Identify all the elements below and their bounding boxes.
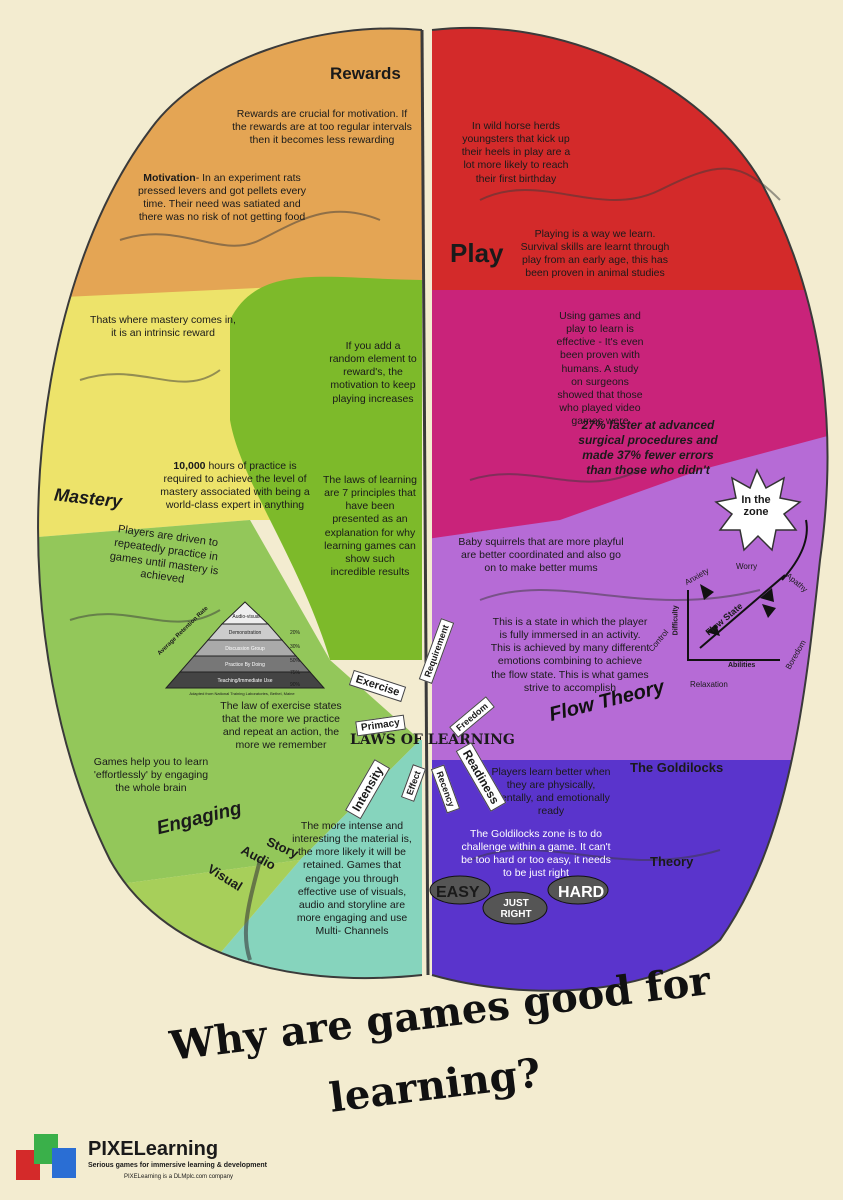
rewards-text: Rewards are crucial for motivation. If t… (232, 108, 412, 147)
rewards-title: Rewards (330, 64, 401, 83)
surgeons-stat: 27% faster at advanced surgical procedur… (578, 418, 718, 477)
pyramid-row-1: Audio-visual (232, 614, 260, 620)
horses-text: In wild horse herds youngsters that kick… (461, 120, 571, 185)
pyramid-pct-4: 75% (290, 670, 301, 676)
goldilocks-title: The Goldilocks (630, 760, 724, 775)
effortless-text: Games help you to learn 'effortlessly' b… (93, 756, 209, 795)
pyramid-pct-5: 90% (290, 682, 301, 688)
logo-name: PIXELearning (88, 1138, 219, 1160)
intense-text: The more intense and interesting the mat… (292, 820, 412, 937)
playing-way-text: Playing is a way we learn. Survival skil… (520, 228, 670, 280)
random-element-text: If you add a random element to reward's,… (329, 340, 417, 405)
practice-body: hours of practice is required to achieve… (160, 460, 310, 512)
in-the-zone-label: In the zone (741, 494, 771, 518)
zone-starburst (714, 468, 802, 552)
motivation-label: Motivation (143, 172, 196, 184)
pyramid-caption: Adapted from National Training Laborator… (189, 691, 295, 696)
goldilocks-text: The Goldilocks zone is to do challenge w… (461, 828, 611, 880)
play-title: Play (450, 238, 504, 268)
squirrels-text: Baby squirrels that are more playful are… (458, 536, 624, 575)
practice-text: 10,000 hours of practice is required to … (160, 460, 310, 513)
abilities-label: Abilities (728, 662, 756, 669)
difficulty-label: Difficulty (672, 605, 680, 636)
logo-sub: PIXELearning is a DLMplc.com company (124, 1174, 234, 1180)
pixelearning-logo: PIXELearning Serious games for immersive… (14, 1128, 284, 1188)
retention-pyramid (164, 601, 326, 689)
pyramid-pct-2: 30% (290, 644, 301, 650)
pyramid-row-4: Practice By Doing (225, 662, 265, 668)
goldilocks-theory-title: Theory (650, 854, 694, 869)
bowl-easy: EASY (436, 884, 480, 901)
pyramid-row-3: Discussion Group (225, 646, 265, 652)
motivation-text: Motivation- In an experiment rats presse… (132, 172, 312, 225)
flow-arrows (700, 584, 776, 636)
surgeons-text: Using games and play to learn is effecti… (556, 310, 644, 427)
brain-outline (37, 26, 829, 992)
exercise-law-text: The law of exercise states that the more… (220, 700, 342, 752)
motivation-body: - In an experiment rats pressed levers a… (137, 172, 307, 224)
logo-tagline: Serious games for immersive learning & d… (88, 1162, 267, 1169)
emotion-relaxation: Relaxation (690, 680, 728, 689)
physically-ready-text: Players learn better when they are physi… (491, 766, 611, 818)
practice-hours: 10,000 (173, 460, 206, 472)
laws-of-learning-text: The laws of learning are 7 principles th… (323, 474, 417, 578)
pyramid-row-2: Demonstration (228, 630, 262, 636)
bowl-hard: HARD (558, 884, 605, 901)
flow-chart-axes (687, 519, 808, 661)
logo-cubes-icon (16, 1134, 76, 1180)
mastery-intrinsic-text: Thats where mastery comes in, it is an i… (90, 314, 236, 340)
emotion-worry: Worry (736, 562, 758, 571)
flow-text: This is a state in which the player is f… (490, 616, 650, 694)
pyramid-pct-3: 50% (290, 658, 301, 664)
pyramid-row-5: Teaching/Immediate Use (217, 678, 273, 684)
bowl-just-right: JUST RIGHT (500, 898, 532, 920)
pyramid-pct-1: 20% (290, 630, 301, 636)
goldilocks-bowls (429, 875, 609, 925)
laws-of-learning-title: LAWS OF LEARNING (350, 732, 515, 748)
